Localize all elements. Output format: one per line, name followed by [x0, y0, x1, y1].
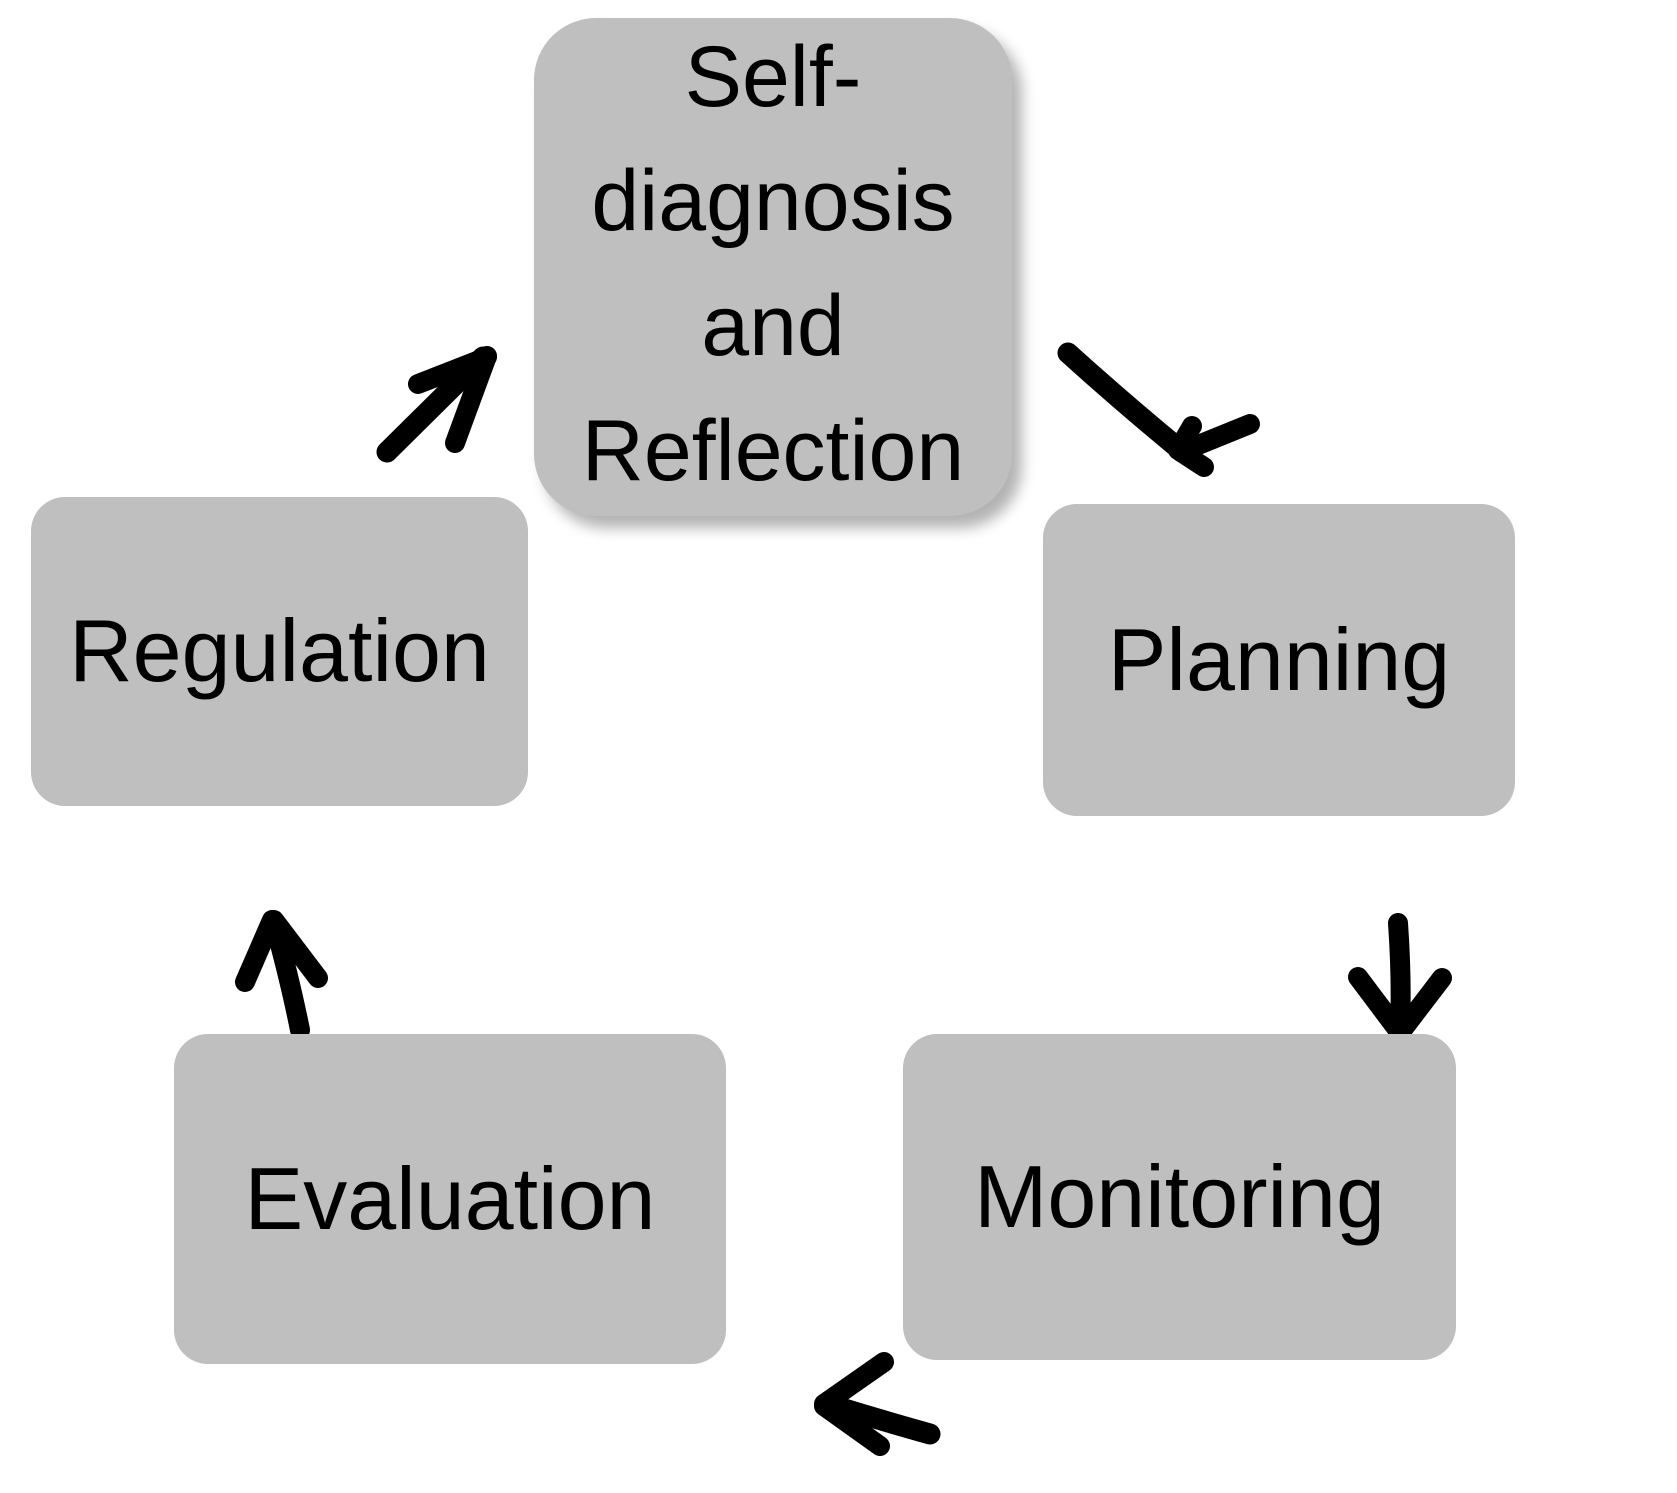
arrow-planning-to-monitoring: [1348, 913, 1452, 1043]
node-monitoring[interactable]: Monitoring: [903, 1034, 1456, 1360]
node-self-diagnosis[interactable]: Self- diagnosis and Reflection: [534, 18, 1012, 516]
node-self-diagnosis-label: Self- diagnosis and Reflection: [581, 28, 965, 499]
node-planning[interactable]: Planning: [1043, 504, 1515, 816]
node-evaluation-label: Evaluation: [244, 1148, 656, 1248]
arrow-regulation-to-self-diagnosis: [376, 346, 497, 463]
node-regulation[interactable]: Regulation: [31, 497, 528, 806]
arrow-monitoring-to-evaluation: [814, 1352, 941, 1456]
node-planning-label: Planning: [1107, 609, 1451, 709]
node-evaluation[interactable]: Evaluation: [174, 1034, 726, 1364]
arrow-self-diagnosis-to-planning: [1057, 342, 1260, 477]
arrow-evaluation-to-regulation: [235, 910, 328, 1040]
node-monitoring-label: Monitoring: [974, 1146, 1385, 1246]
node-regulation-label: Regulation: [69, 601, 490, 701]
